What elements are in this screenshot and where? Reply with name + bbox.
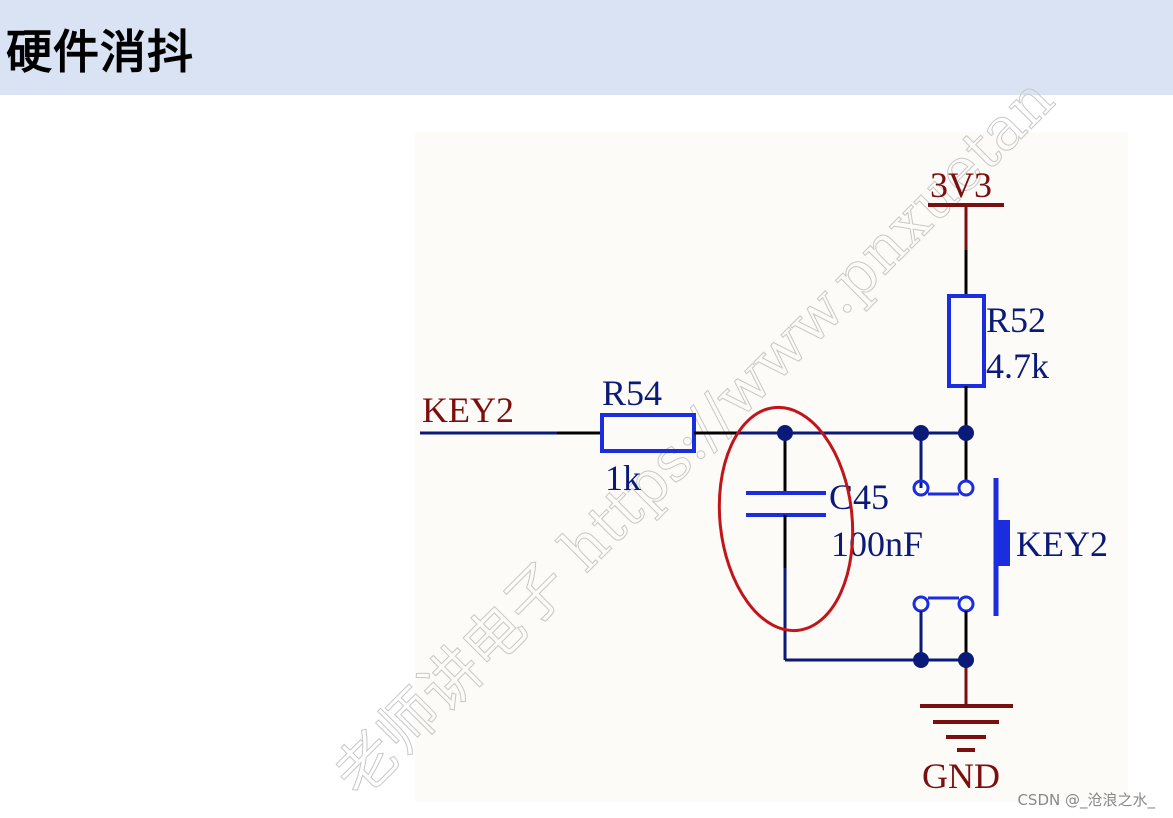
schematic-panel xyxy=(415,132,1128,802)
junction-dot xyxy=(913,652,929,668)
junction-dot xyxy=(958,425,974,441)
header-bar: 硬件消抖 xyxy=(0,0,1173,95)
c45-ref-label: C45 xyxy=(829,477,889,517)
ground-symbol: GND xyxy=(920,660,1013,796)
junction-dot xyxy=(777,425,793,441)
junction-dot xyxy=(958,652,974,668)
resistor-r54: R54 1k xyxy=(600,373,740,498)
switch-ref-label: KEY2 xyxy=(1016,524,1108,564)
power-symbol-3v3: 3V3 xyxy=(928,165,1004,296)
page-title: 硬件消抖 xyxy=(6,25,194,79)
power-label: 3V3 xyxy=(930,165,992,205)
pushbutton-switch: KEY2 xyxy=(912,433,1108,660)
input-net-label: KEY2 xyxy=(422,390,514,430)
r54-ref-label: R54 xyxy=(602,373,662,413)
input-net: KEY2 xyxy=(420,390,602,435)
ground-label: GND xyxy=(922,756,1000,796)
junction-dots xyxy=(777,425,974,668)
resistor-r52: R52 4.7k xyxy=(947,294,1049,432)
junction-dot xyxy=(913,425,929,441)
credit-text: CSDN @_沧浪之水_ xyxy=(1017,791,1155,809)
capacitor-c45: C45 100nF xyxy=(746,433,923,660)
highlight-ellipse xyxy=(717,405,855,633)
r52-ref-label: R52 xyxy=(986,300,1046,340)
r54-value-label: 1k xyxy=(605,458,641,498)
c45-value-label: 100nF xyxy=(831,524,923,564)
r52-value-label: 4.7k xyxy=(986,346,1049,386)
